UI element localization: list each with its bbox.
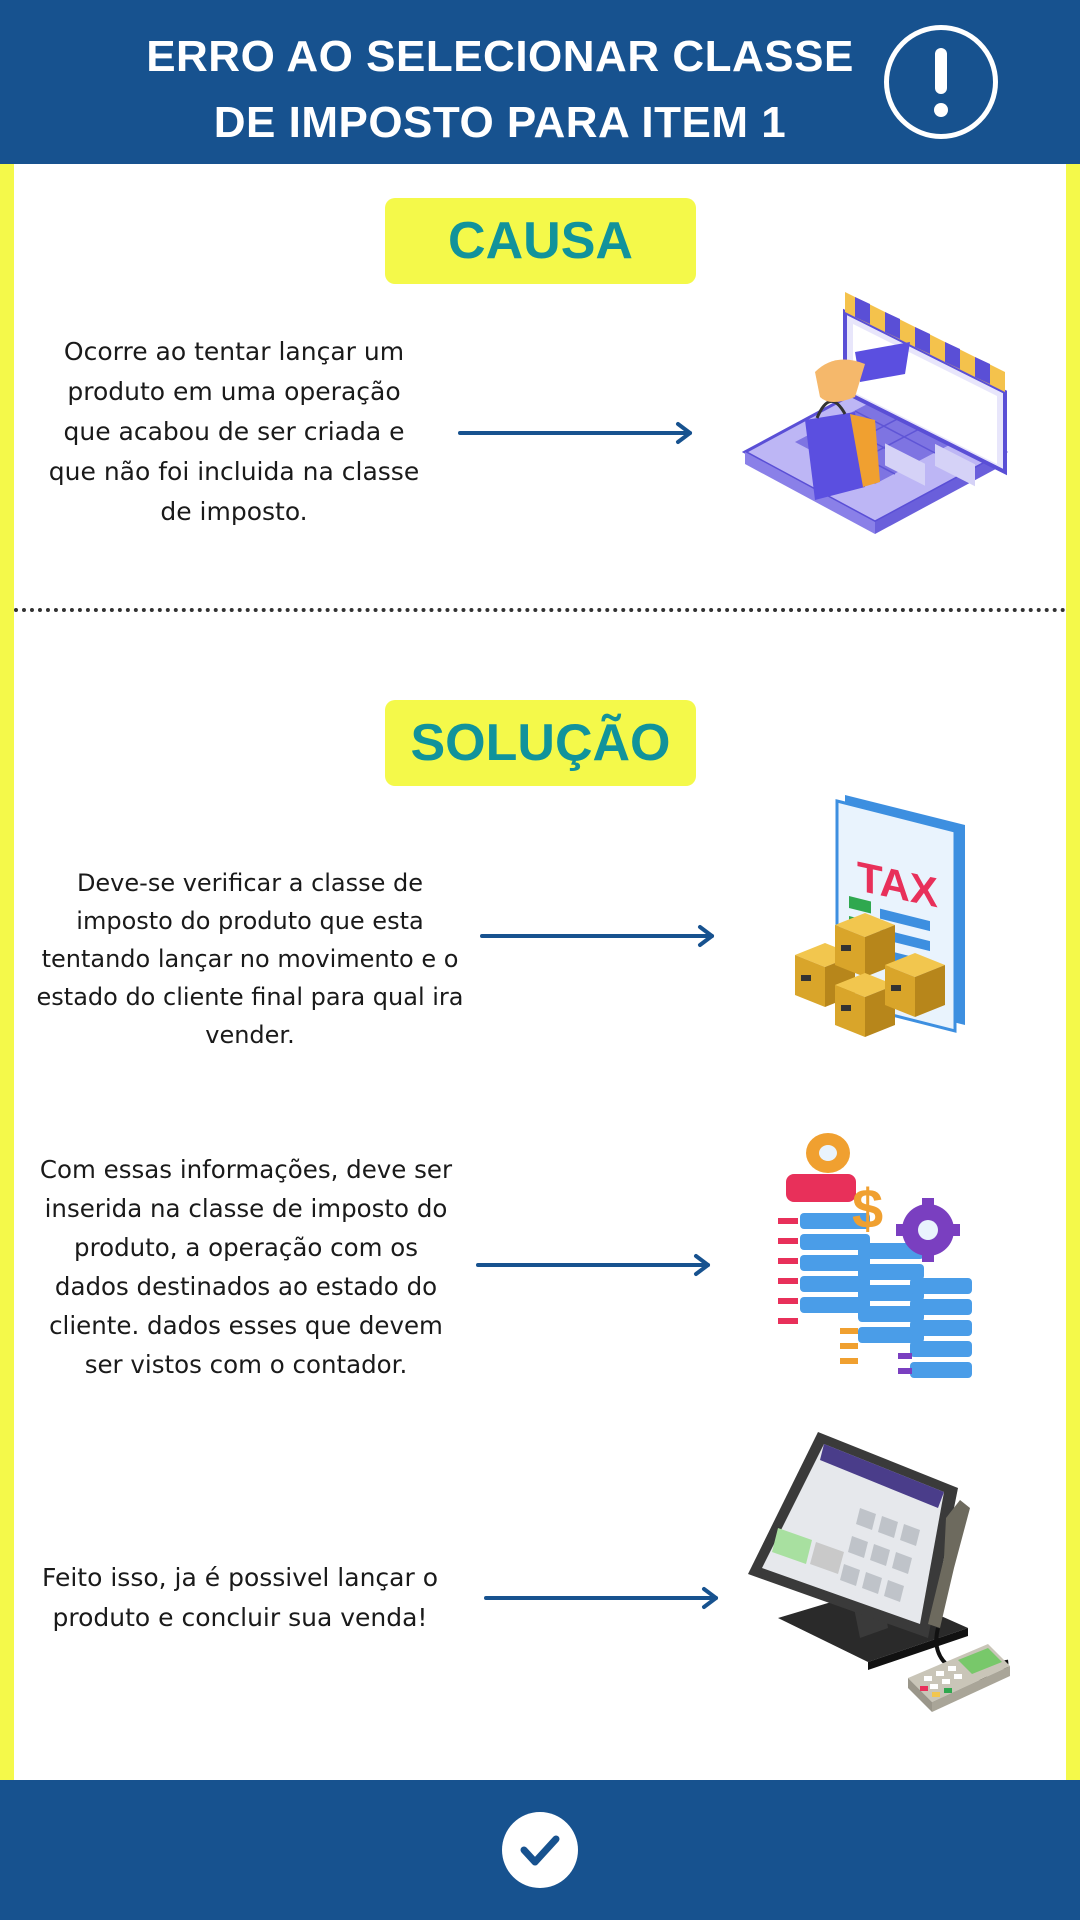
check-circle-icon — [502, 1812, 578, 1888]
title-line-1: ERRO AO SELECIONAR CLASSE — [146, 32, 854, 81]
footer-bar — [0, 1780, 1080, 1920]
header-bar: ERRO AO SELECIONAR CLASSE DE IMPOSTO PAR… — [0, 0, 1080, 164]
data-settings-icon: $ — [778, 1133, 972, 1378]
causa-text: Ocorre ao tentar lançar um produto em um… — [38, 332, 430, 532]
text-line: tentando lançar no movimento e o — [41, 945, 459, 973]
arrow-right-icon — [458, 422, 692, 444]
section-divider — [14, 608, 1066, 612]
text-line: cliente. dados esses que devem — [49, 1311, 443, 1340]
text-line: Ocorre ao tentar lançar um — [63, 337, 405, 366]
text-line: Deve-se verificar a classe de — [76, 869, 424, 897]
solucao-step-3-text: Feito isso, ja é possivel lançar o produ… — [40, 1558, 440, 1638]
text-line: que acabou de ser criada e — [63, 417, 405, 446]
text-line: produto e concluir sua venda! — [52, 1603, 428, 1632]
causa-label: CAUSA — [385, 198, 696, 284]
text-line: produto em uma operação — [67, 377, 401, 406]
text-line: inserida na classe de imposto do — [44, 1194, 448, 1223]
page-title: ERRO AO SELECIONAR CLASSE DE IMPOSTO PAR… — [120, 24, 880, 156]
svg-text:$: $ — [852, 1177, 883, 1240]
solucao-step-2-text: Com essas informações, deve ser inserida… — [30, 1150, 462, 1384]
text-line: imposto do produto que esta — [76, 907, 424, 935]
text-line: de imposto. — [160, 497, 308, 526]
text-line: que não foi incluida na classe — [48, 457, 420, 486]
text-line: Feito isso, ja é possivel lançar o — [41, 1563, 439, 1592]
arrow-right-icon — [480, 925, 714, 947]
pos-terminal-icon — [748, 1432, 1010, 1712]
solucao-label: SOLUÇÃO — [385, 700, 696, 786]
text-line: vender. — [205, 1021, 295, 1049]
exclamation-circle-icon — [884, 25, 998, 139]
arrow-right-icon — [484, 1587, 718, 1609]
text-line: estado do cliente final para qual ira — [36, 983, 464, 1011]
text-line: produto, a operação com os — [74, 1233, 418, 1262]
text-line: dados destinados ao estado do — [54, 1272, 438, 1301]
text-line: Com essas informações, deve ser — [39, 1155, 453, 1184]
solucao-step-1-text: Deve-se verificar a classe de imposto do… — [34, 864, 466, 1054]
arrow-right-icon — [476, 1254, 710, 1276]
title-line-2: DE IMPOSTO PARA ITEM 1 — [213, 98, 787, 147]
online-shopping-laptop-icon — [741, 292, 1009, 534]
tax-document-boxes-icon: TAX — [795, 795, 965, 1037]
text-line: ser vistos com o contador. — [84, 1350, 408, 1379]
